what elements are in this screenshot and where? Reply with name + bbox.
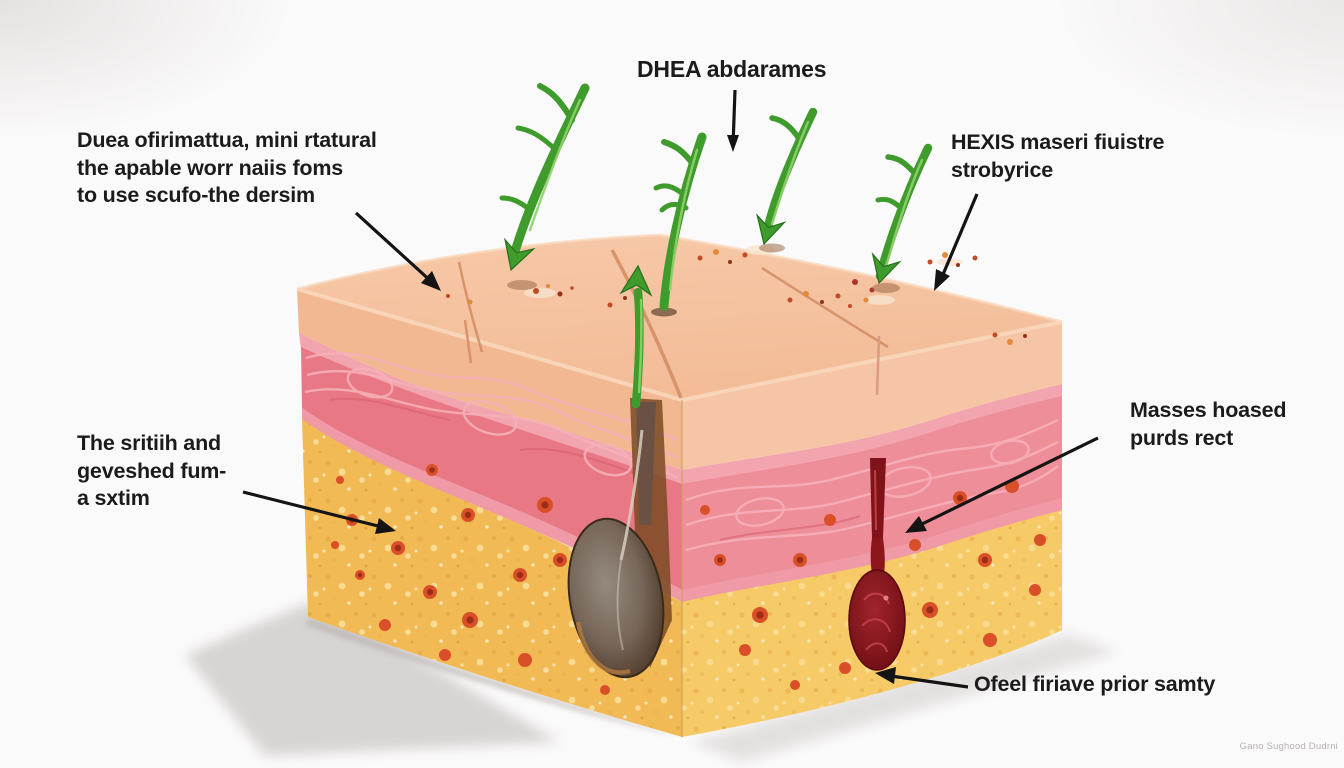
label-top-center: DHEA abdarames — [637, 56, 827, 82]
top-edge-highlight — [296, 233, 1063, 402]
label-line: The sritiih and — [77, 431, 221, 455]
label-top-left: Duea ofirimattua, mini rtatural the apab… — [77, 127, 377, 210]
sprouts — [499, 83, 933, 409]
dermis-bottom-band-right — [682, 498, 1062, 604]
label-bottom: Ofeel firiave prior samty — [974, 672, 1216, 696]
leader-lines — [242, 89, 1099, 689]
label-line: a sxtim — [77, 486, 150, 510]
epidermis-right-face — [682, 322, 1062, 470]
leader-arrowheads — [375, 135, 950, 684]
label-top-right: HEXIS maseri fiuistre strobyrice — [951, 129, 1164, 184]
dermis-top-band-right — [682, 384, 1062, 486]
watermark-text: Gano Sughood Dudrni — [1239, 741, 1338, 752]
dermis-top-band-front — [299, 333, 682, 486]
sprout-arrowheads — [504, 213, 902, 297]
cut-seams — [457, 249, 889, 399]
label-mid-right: Masses hoased purds rect — [1130, 397, 1287, 452]
label-line: strobyrice — [951, 157, 1053, 182]
red-dots — [331, 464, 1046, 695]
label-line: Duea ofirimattua, mini rtatural — [77, 128, 377, 152]
dot-right — [700, 479, 1046, 690]
label-line: geveshed fum- — [77, 458, 227, 483]
label-line: to use scufo-the dersim — [77, 183, 315, 207]
follicle-red — [848, 458, 906, 671]
label-line: HEXIS maseri fiuistre — [951, 130, 1165, 154]
label-line: purds rect — [1130, 425, 1234, 450]
dot-front — [331, 464, 610, 695]
ground-shadow — [185, 600, 1118, 762]
label-line: Masses hoased — [1130, 398, 1287, 422]
label-line: the apable worr naiis foms — [77, 155, 344, 180]
hair-follicle-brown — [567, 398, 672, 679]
label-mid-left: The sritiih and geveshed fum- a sxtim — [77, 430, 226, 513]
